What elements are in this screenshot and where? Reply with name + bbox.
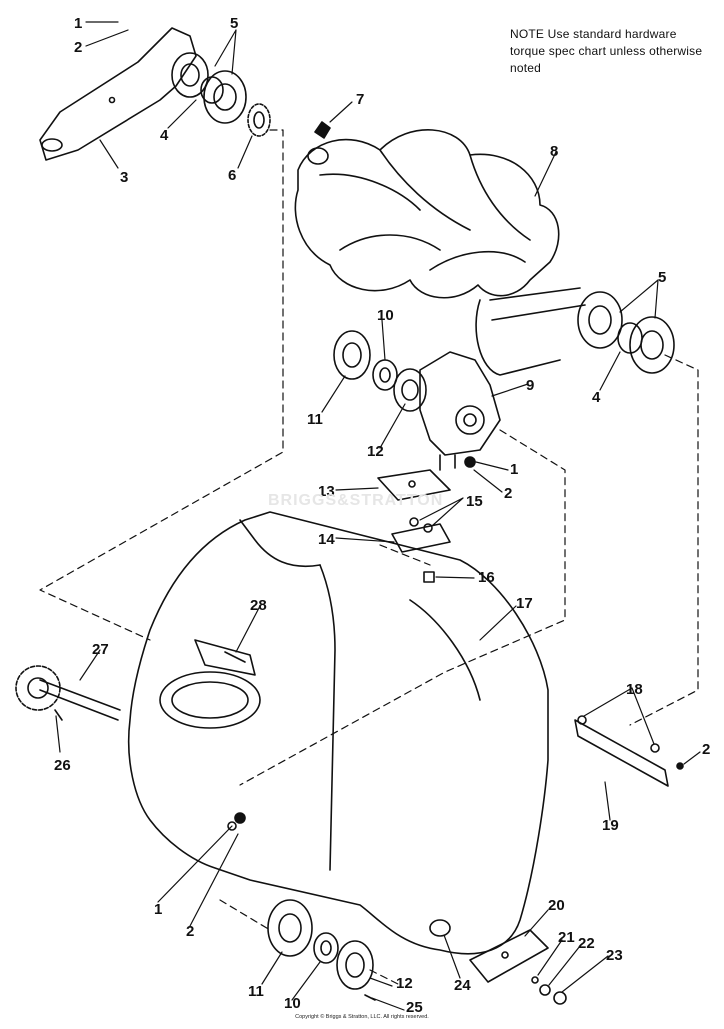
brand-watermark: BRIGGS&STRATTON [268,492,444,509]
callout-1b: 1 [510,461,518,478]
callout-1c: 1 [154,901,162,918]
pin-part-26 [54,709,63,721]
callout-2d: 2 [186,923,194,940]
copyright-text: Copyright © Briggs & Stratton, LLC. All … [295,1014,429,1020]
callout-10a: 10 [377,307,394,324]
side-plate-part-3 [39,27,197,161]
callout-9: 9 [526,377,534,394]
callout-22: 22 [578,935,595,952]
bolt-part-18a [577,715,587,725]
callout-21: 21 [558,929,575,946]
strap-part-19 [574,719,669,787]
nut-part-1a [464,456,476,468]
bearing-part-10b [313,932,339,964]
bolt-part-15a [409,517,419,527]
nut-part-2c [676,762,684,770]
callout-7: 7 [356,91,364,108]
callout-19: 19 [602,817,619,834]
screw-part-25 [364,994,376,1001]
shaft-end-part-24 [429,919,451,937]
flange-part-11b [267,899,313,957]
bracket-part-20 [469,929,549,983]
callout-27: 27 [92,641,109,658]
bolt-part-28 [224,651,246,663]
callout-14: 14 [318,531,335,548]
washer-part-6 [247,103,271,137]
torque-note: NOTE Use standard hardware torque spec c… [510,27,703,75]
sprocket [15,665,61,711]
callout-6: 6 [228,167,236,184]
auger-part-8 [294,129,560,299]
callout-12a: 12 [367,443,384,460]
nut-part-1b [234,812,246,824]
flange-part-5d [629,316,675,374]
key-part-7 [314,121,331,139]
flange-part-11a [333,330,371,380]
callout-2b: 2 [504,485,512,502]
bearing-part-10a [372,359,398,391]
washer-part-21 [531,976,539,984]
callout-20: 20 [548,897,565,914]
callout-23: 23 [606,947,623,964]
flange-part-12a [393,368,427,412]
callout-4a: 4 [160,127,169,144]
callout-2a: 2 [74,39,82,56]
bolt-part-16 [423,571,435,583]
callout-16: 16 [478,569,495,586]
flange-part-5c [577,291,623,349]
callout-1a: 1 [74,15,82,32]
shaft-part-27 [39,679,121,721]
bracket-part-13 [377,469,451,501]
callout-11a: 11 [307,411,323,428]
callout-13: 13 [318,483,335,500]
housing-part-17 [127,511,549,955]
callout-25: 25 [406,999,423,1016]
callout-3: 3 [120,169,128,186]
callout-2c: 2 [702,741,710,758]
callout-10b: 10 [284,995,301,1012]
callout-5a: 5 [230,15,238,32]
callout-17: 17 [516,595,533,612]
chute-opening [159,671,261,729]
flange-part-5a [171,52,209,98]
nut-part-23 [553,991,567,1005]
callout-18: 18 [626,681,643,698]
plate-part-14 [391,523,451,553]
gearbox-part-9 [419,351,501,456]
flange-part-5b [203,70,247,124]
callout-11b: 11 [248,983,264,1000]
callout-28: 28 [250,597,267,614]
callout-5b: 5 [658,269,666,286]
callout-26: 26 [54,757,71,774]
washer-part-22 [539,984,551,996]
callout-8: 8 [550,143,558,160]
callout-24: 24 [454,977,471,994]
callout-4b: 4 [592,389,601,406]
callout-15: 15 [466,493,483,510]
callout-12b: 12 [396,975,413,992]
bolt-part-18b [650,743,660,753]
flange-part-12b [336,940,374,990]
